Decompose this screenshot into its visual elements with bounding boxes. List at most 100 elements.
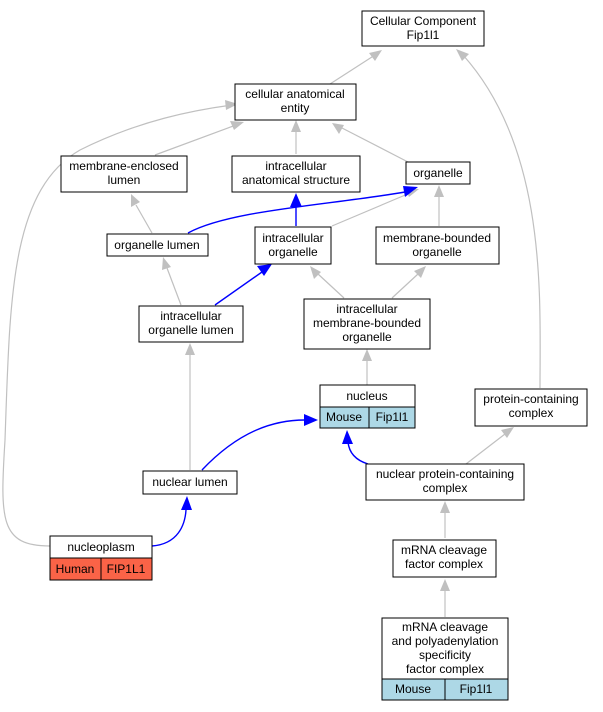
edges-gray — [2, 49, 541, 617]
node-nucleoplasm[interactable]: nucleoplasm — [49, 535, 153, 559]
edge-arrowhead — [362, 349, 372, 361]
node-label: entity — [281, 101, 310, 115]
node-label: membrane-bounded — [313, 316, 421, 330]
node-nucleus[interactable]: nucleus — [319, 384, 416, 408]
species-label: Mouse — [326, 410, 362, 424]
edge-org-to-cae — [341, 127, 409, 163]
edge-arrowhead — [440, 579, 450, 591]
edge-iol-to-io — [214, 271, 263, 306]
node-label: organelle — [342, 330, 392, 344]
node-label: nucleus — [346, 389, 387, 403]
node-cellular-component[interactable]: Cellular Component Fip1l1 — [361, 10, 485, 47]
species-label: Human — [56, 562, 95, 576]
nucleus-annotation-species: Mouse — [319, 406, 370, 429]
edge-arrowhead — [225, 100, 238, 110]
edge-arrowhead — [414, 266, 426, 278]
node-label: intracellular — [262, 231, 323, 245]
edge-arrowhead — [434, 185, 444, 197]
edges-blue — [151, 186, 418, 547]
node-cellular-anatomical-entity[interactable]: cellular anatomical entity — [234, 83, 357, 121]
edge-arrowhead — [131, 194, 140, 207]
cpsf-annotation-gene: Fip1l1 — [444, 678, 509, 701]
nucleoplasm-annotation-gene: FIP1L1 — [100, 557, 153, 581]
edge-arrowhead — [230, 121, 244, 130]
edge-ol-to-mel — [135, 204, 153, 234]
edge-nl-to-nucleus — [201, 419, 306, 471]
edge-arrowhead — [162, 257, 171, 270]
edge-imbo-to-mbo — [391, 273, 419, 299]
node-label: Fip1l1 — [407, 28, 440, 42]
edge-nucleoplasm-to-cae — [2, 104, 233, 547]
node-protein-containing-complex[interactable]: protein-containing complex — [474, 388, 588, 427]
edge-arrowhead — [290, 193, 302, 207]
node-organelle[interactable]: organelle — [405, 161, 471, 185]
node-label: nuclear protein-containing — [376, 467, 514, 481]
node-label: intracellular — [265, 159, 326, 173]
edge-arrowhead — [332, 123, 344, 134]
edge-arrowhead — [342, 430, 353, 444]
node-label: organelle — [412, 245, 462, 259]
edge-npcc-to-pcc — [465, 433, 506, 465]
node-membrane-bounded-organelle[interactable]: membrane-bounded organelle — [375, 226, 500, 265]
edge-arrowhead — [257, 264, 272, 276]
edge-pcc-to-cc — [462, 54, 541, 389]
node-label: organelle lumen — [114, 238, 199, 252]
node-label: mRNA cleavage — [402, 620, 488, 634]
node-label: anatomical structure — [242, 173, 350, 187]
edge-npcc-to-nucleus — [347, 441, 369, 465]
node-membrane-enclosed-lumen[interactable]: membrane-enclosed lumen — [60, 155, 188, 193]
edge-ol-to-org — [187, 191, 406, 234]
node-label: Cellular Component — [370, 14, 477, 28]
node-label: factor complex — [406, 662, 484, 676]
nucleus-annotation-gene: Fip1l1 — [368, 406, 416, 429]
node-label: organelle lumen — [148, 323, 233, 337]
edge-arrowhead — [310, 266, 321, 279]
edge-arrowhead — [304, 414, 318, 426]
node-label: intracellular — [160, 309, 221, 323]
node-intracellular-organelle-lumen[interactable]: intracellular organelle lumen — [138, 305, 244, 343]
node-cpsf-complex[interactable]: mRNA cleavage and polyadenylation specif… — [381, 617, 509, 680]
node-label: protein-containing — [483, 392, 578, 406]
gene-label: Fip1l1 — [460, 682, 493, 696]
node-nuclear-protein-containing-complex[interactable]: nuclear protein-containing complex — [365, 463, 525, 501]
node-label: cellular anatomical — [245, 87, 344, 101]
species-label: Mouse — [395, 682, 431, 696]
node-label: complex — [423, 481, 468, 495]
node-label: membrane-enclosed — [69, 159, 178, 173]
edge-arrowhead — [181, 496, 192, 510]
node-label: membrane-bounded — [383, 231, 491, 245]
node-label: specificity — [419, 648, 471, 662]
node-label: factor complex — [405, 557, 483, 571]
node-label: lumen — [108, 173, 141, 187]
node-intracellular-anatomical-structure[interactable]: intracellular anatomical structure — [231, 155, 361, 193]
edge-nucleoplasm-to-nl — [151, 509, 187, 547]
edge-iol-to-ol — [166, 267, 182, 306]
node-label: and polyadenylation — [392, 634, 499, 648]
edge-arrowhead — [291, 120, 301, 132]
gene-label: FIP1L1 — [107, 562, 146, 576]
node-label: organelle — [413, 166, 463, 180]
node-mrna-cleavage-factor-complex[interactable]: mRNA cleavage factor complex — [392, 539, 497, 578]
node-label: mRNA cleavage — [401, 543, 487, 557]
node-label: organelle — [268, 245, 318, 259]
edge-arrowhead — [501, 427, 514, 438]
edge-arrowhead — [185, 343, 195, 355]
node-organelle-lumen[interactable]: organelle lumen — [106, 233, 209, 257]
node-intracellular-organelle[interactable]: intracellular organelle — [254, 226, 332, 265]
node-label: intracellular — [336, 302, 397, 316]
edge-cae-to-cc — [329, 54, 376, 85]
node-label: complex — [509, 406, 554, 420]
node-intracellular-membrane-bounded-organelle[interactable]: intracellular membrane-bounded organelle — [303, 298, 431, 350]
cpsf-annotation-species: Mouse — [381, 678, 446, 701]
edge-arrowhead — [456, 49, 469, 61]
edge-mel-to-cae — [154, 124, 237, 156]
edge-arrowhead — [403, 186, 418, 197]
edge-imbo-to-io — [317, 273, 345, 299]
nucleoplasm-annotation-species: Human — [49, 557, 102, 581]
edge-io-to-org — [331, 192, 411, 227]
edge-arrowhead — [440, 501, 450, 513]
edge-arrowhead — [369, 50, 382, 61]
node-nuclear-lumen[interactable]: nuclear lumen — [142, 470, 238, 495]
